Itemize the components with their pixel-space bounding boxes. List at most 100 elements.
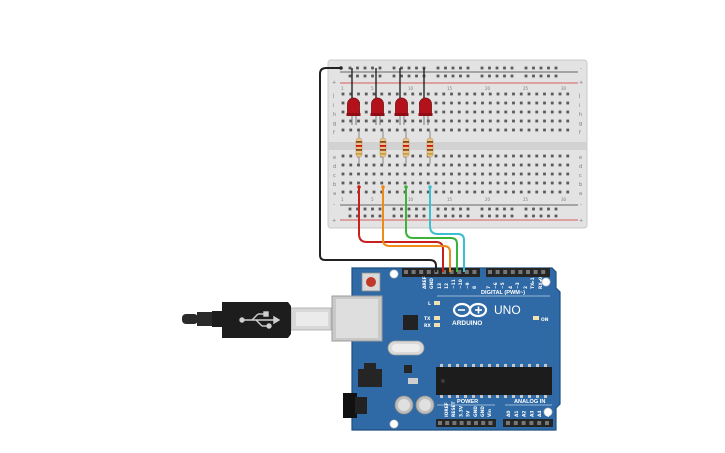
- wire-green[interactable]: [405, 187, 458, 272]
- breadboard-rail-hole: [503, 207, 506, 211]
- breadboard-rail-hole: [539, 207, 543, 211]
- breadboard-rail-hole: [436, 74, 440, 78]
- breadboard-rail-hole: [415, 66, 418, 70]
- chip-pin: [488, 364, 491, 367]
- led-3[interactable]: [394, 97, 409, 125]
- digital-pin-label: ~6: [493, 282, 499, 289]
- led-2[interactable]: [370, 97, 385, 125]
- resistor-3[interactable]: [402, 131, 410, 164]
- row-letter-g-right: g: [579, 121, 582, 127]
- signal-wires: [319, 66, 465, 272]
- chip-pin: [456, 395, 459, 398]
- breadboard-hole: [426, 92, 430, 96]
- digital-pin-label: 2: [523, 286, 529, 289]
- breadboard[interactable]: - + - + - + - + j i h g f e d c b a j i …: [327, 59, 588, 229]
- breadboard-hole: [419, 92, 422, 96]
- usb-connector[interactable]: [290, 295, 383, 342]
- row-letters-left: j i h g f e d c b a: [332, 93, 336, 197]
- chip-pin: [512, 395, 515, 398]
- breadboard-hole: [496, 181, 500, 185]
- breadboard-hole: [566, 172, 570, 176]
- breadboard-hole: [349, 163, 353, 167]
- breadboard-hole: [535, 163, 539, 167]
- breadboard-rail-hole: [510, 207, 514, 211]
- row-letter-d-right: d: [579, 164, 582, 170]
- breadboard-hole: [450, 101, 453, 105]
- breadboard-hole: [450, 181, 453, 185]
- breadboard-hole: [457, 163, 461, 167]
- breadboard-hole: [496, 128, 500, 132]
- breadboard-rail-hole: [480, 207, 484, 211]
- breadboard-hole: [442, 181, 446, 185]
- breadboard-hole: [519, 110, 523, 114]
- breadboard-hole: [395, 181, 399, 185]
- breadboard-hole: [550, 101, 554, 105]
- breadboard-hole: [543, 163, 546, 167]
- power-jack[interactable]: [343, 393, 367, 418]
- col-num-1-top: 1: [341, 86, 344, 91]
- breadboard-rail-hole: [378, 74, 382, 78]
- breadboard-hole: [349, 190, 353, 194]
- breadboard-rail-hole: [378, 66, 382, 70]
- header-pin-hole: [518, 270, 523, 274]
- led-1[interactable]: [346, 97, 361, 125]
- breadboard-rail-hole: [488, 214, 491, 218]
- power-pin-label: 5V: [466, 410, 472, 417]
- breadboard-hole: [519, 128, 523, 132]
- breadboard-hole: [395, 154, 399, 158]
- breadboard-rail-hole: [466, 214, 470, 218]
- breadboard-rail-hole: [378, 214, 382, 218]
- col-num-25-top: 25: [523, 86, 529, 91]
- breadboard-hole: [364, 110, 368, 114]
- usb-icon: [239, 311, 281, 329]
- resistor-2[interactable]: [379, 131, 387, 164]
- breadboard-rail-hole: [539, 74, 543, 78]
- breadboard-hole: [488, 110, 492, 114]
- breadboard-rail-hole: [356, 74, 359, 78]
- row-letter-f: f: [333, 130, 335, 136]
- chip-pin: [520, 395, 523, 398]
- header-pin-hole: [466, 421, 471, 425]
- breadboard-hole: [504, 172, 508, 176]
- breadboard-hole: [434, 119, 438, 123]
- breadboard-rail-hole: [480, 66, 484, 70]
- breadboard-hole: [380, 172, 384, 176]
- breadboard-rail-hole: [422, 214, 426, 218]
- breadboard-hole: [364, 128, 368, 132]
- breadboard-hole: [419, 172, 422, 176]
- breadboard-rail-hole: [554, 74, 558, 78]
- ground-wire[interactable]: [319, 67, 437, 272]
- reset-button[interactable]: [361, 272, 381, 292]
- row-letters-right: j i h g f e d c b a: [578, 93, 582, 197]
- digital-pin-label: 12: [444, 283, 450, 289]
- wire-cyan[interactable]: [429, 187, 465, 272]
- breadboard-hole: [457, 154, 461, 158]
- breadboard-hole: [341, 181, 345, 185]
- chip-pin: [512, 364, 515, 367]
- breadboard-hole: [535, 110, 539, 114]
- arduino-logo: [452, 302, 488, 318]
- row-letter-j: j: [332, 93, 334, 99]
- breadboard-hole: [434, 163, 438, 167]
- breadboard-hole: [411, 119, 415, 123]
- breadboard-hole: [457, 101, 461, 105]
- breadboard-hole: [543, 190, 546, 194]
- breadboard-hole: [450, 154, 453, 158]
- chip-pin: [480, 364, 483, 367]
- breadboard-rail-hole: [532, 74, 535, 78]
- breadboard-rail-hole: [547, 214, 550, 218]
- breadboard-hole: [450, 128, 453, 132]
- breadboard-rail-hole: [356, 66, 359, 70]
- wire-orange[interactable]: [382, 187, 451, 272]
- breadboard-hole: [488, 128, 492, 132]
- resistor-1[interactable]: [355, 131, 363, 164]
- header-pin-hole: [510, 270, 515, 274]
- breadboard-hole: [380, 92, 384, 96]
- breadboard-hole: [442, 154, 446, 158]
- breadboard-hole: [426, 128, 430, 132]
- resistor-4[interactable]: [426, 131, 434, 164]
- power-pin-label: GND: [480, 406, 486, 417]
- led-4[interactable]: [418, 97, 433, 125]
- usb-cable-plug[interactable]: [182, 302, 291, 338]
